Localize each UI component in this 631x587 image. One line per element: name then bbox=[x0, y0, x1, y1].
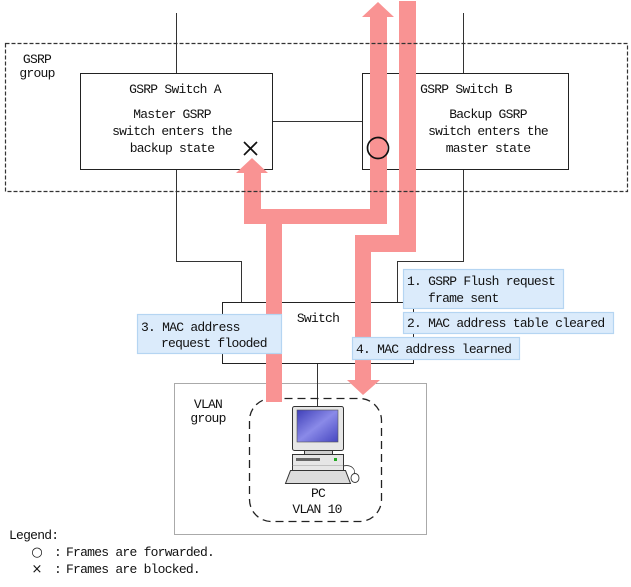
pc-label-line-2: VLAN 10 bbox=[292, 502, 341, 517]
forwarded-circle-icon bbox=[366, 136, 390, 160]
legend-blocked-separator: : bbox=[54, 562, 61, 577]
legend-forwarded-symbol: ○ bbox=[31, 545, 42, 560]
step-label-3-line-1: 3. MAC address bbox=[141, 320, 240, 335]
step-label-3: 3. MAC address request flooded bbox=[136, 313, 283, 355]
step-label-3-line-2: request flooded bbox=[161, 336, 267, 351]
legend-forwarded-separator: : bbox=[54, 545, 61, 560]
step-label-3-box bbox=[136, 313, 283, 355]
switch-a-status-line-2: switch enters the bbox=[112, 124, 232, 139]
gsrp-group-boundary bbox=[4, 42, 629, 193]
gsrp-switch-b[interactable] bbox=[362, 73, 569, 170]
flood-request-arrow bbox=[236, 2, 394, 402]
legend: Legend: ○ : Frames are forwarded. × : Fr… bbox=[9, 528, 215, 577]
step-label-2-line-1: 2. MAC address table cleared bbox=[407, 316, 604, 331]
blocked-x-icon bbox=[243, 141, 258, 156]
step-label-1-line-1: 1. GSRP Flush request bbox=[407, 274, 555, 289]
switch-b-title: GSRP Switch B bbox=[420, 82, 513, 97]
link-b-to-switch bbox=[397, 169, 464, 302]
legend-forwarded-text: Frames are forwarded. bbox=[66, 545, 214, 560]
step-label-1: 1. GSRP Flush request frame sent bbox=[402, 268, 565, 310]
step-label-2: 2. MAC address table cleared bbox=[402, 311, 615, 335]
gsrp-group-label-line-2: group bbox=[19, 66, 54, 81]
step-label-4-line-1: 4. MAC address learned bbox=[356, 342, 511, 357]
step-label-1-box bbox=[402, 268, 565, 310]
gsrp-switch-a[interactable] bbox=[80, 73, 273, 170]
step-label-1-line-2: frame sent bbox=[428, 291, 499, 306]
vlan-group-boundary bbox=[174, 383, 427, 535]
step-label-4-box bbox=[351, 336, 521, 361]
switch-title: Switch bbox=[297, 311, 339, 326]
switch-b-status-line-1: Backup GSRP bbox=[449, 107, 528, 122]
link-a-to-switch bbox=[176, 169, 242, 302]
switch-b-status-line-2: switch enters the bbox=[428, 124, 548, 139]
gsrp-group-label-line-1: GSRP bbox=[23, 52, 52, 67]
step-label-2-box bbox=[402, 311, 615, 335]
legend-title: Legend: bbox=[9, 528, 58, 543]
step-label-4: 4. MAC address learned bbox=[351, 336, 521, 361]
switch-a-status-line-3: backup state bbox=[130, 141, 215, 156]
pc-label-line-1: PC bbox=[311, 486, 326, 501]
vlan-group-label-line-2: group bbox=[190, 411, 225, 426]
switch-b-status-line-3: master state bbox=[446, 141, 531, 156]
switch-a-title: GSRP Switch A bbox=[129, 82, 222, 97]
pc-screen bbox=[296, 409, 339, 443]
learned-frame-arrow bbox=[347, 1, 416, 395]
legend-blocked-text: Frames are blocked. bbox=[66, 562, 200, 577]
vlan-group-label-line-1: VLAN bbox=[194, 397, 222, 412]
vlan10-area bbox=[248, 397, 383, 523]
legend-blocked-symbol: × bbox=[32, 562, 43, 577]
switch-a-status-line-1: Master GSRP bbox=[133, 107, 212, 122]
desktop-computer-icon[interactable] bbox=[284, 406, 360, 484]
